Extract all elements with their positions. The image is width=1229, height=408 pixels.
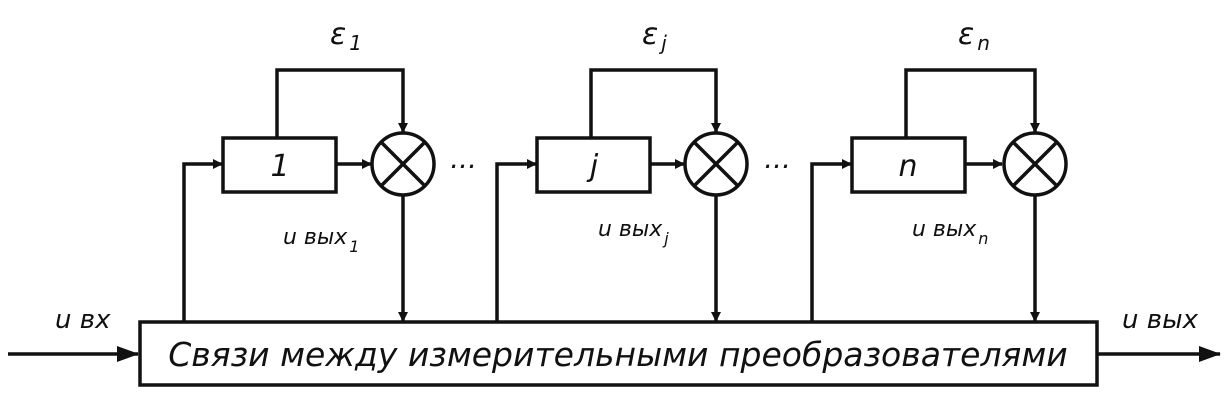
bus-label: Связи между измерительными преобразовате… xyxy=(168,335,1067,374)
stage-j-summator-cross-b xyxy=(692,140,740,188)
stage-1-input-line xyxy=(182,159,223,322)
stage-1-summator-cross-b xyxy=(379,140,427,188)
ellipsis-2: ··· xyxy=(763,150,790,183)
ellipsis-1: ··· xyxy=(449,150,476,183)
stage-1-error-path xyxy=(275,68,408,138)
stage-1-box-label: 1 xyxy=(270,149,289,184)
stage-j-input-line xyxy=(495,159,537,322)
stage-j-error-path xyxy=(589,68,721,138)
stage-j-box-label: j xyxy=(586,149,599,184)
output-label: u вых xyxy=(1122,305,1199,335)
stage-n-error-path xyxy=(904,68,1040,138)
stage-j-box xyxy=(535,136,652,194)
stage-n-box xyxy=(850,136,967,194)
stage-n-input-line xyxy=(810,159,852,322)
stage-n-box-label: n xyxy=(898,149,917,184)
input-label: u вх xyxy=(55,305,111,335)
stage-n-summator-cross-b xyxy=(1011,140,1059,188)
